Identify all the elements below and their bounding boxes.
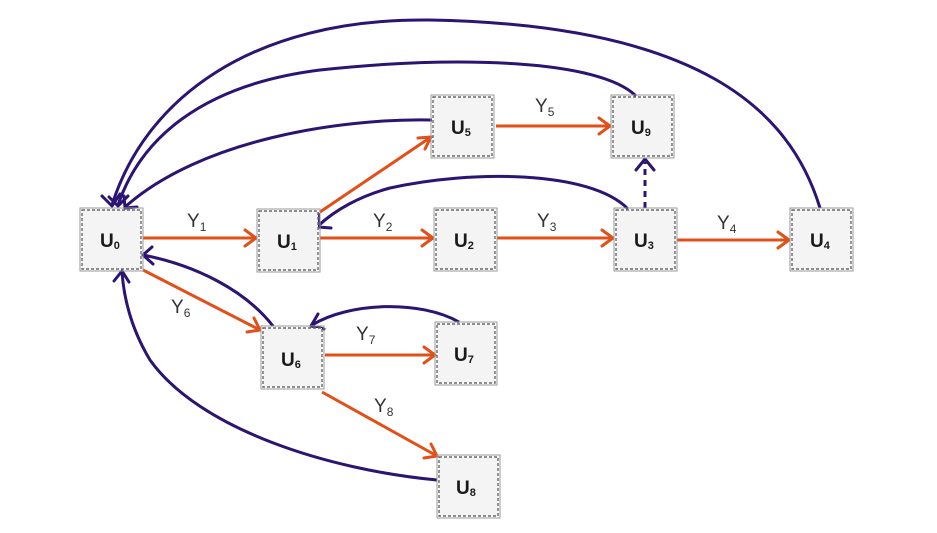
edge-u3-to-u1 <box>316 174 630 228</box>
node-u7: U7 <box>434 321 498 386</box>
node-u0-letter: U <box>100 231 114 252</box>
edge-u0-to-u6 <box>142 268 261 332</box>
edge-u8-to-u0 <box>120 271 438 482</box>
edge-u4-to-u0 <box>110 18 822 209</box>
node-u3-sub: 3 <box>648 240 654 252</box>
node-u1: U1 <box>256 208 321 273</box>
svg-text:U4: U4 <box>810 231 831 252</box>
arrowhead-u0-to-u1 <box>243 228 258 248</box>
edge-u7-to-u6 <box>311 305 460 327</box>
node-u3-letter: U <box>634 231 648 252</box>
node-u8-sub: 8 <box>470 487 476 499</box>
edge-labels: Y1 Y2 Y3 Y4 Y5 Y6 Y7 Y8 <box>171 96 737 419</box>
arrowhead-u5-to-u9 <box>597 116 612 136</box>
node-u2-letter: U <box>454 231 468 252</box>
node-u4-letter: U <box>810 231 824 252</box>
edge-u6-to-u8 <box>321 390 438 458</box>
edge-u5-to-u0 <box>124 118 433 209</box>
node-u9-sub: 9 <box>645 127 651 139</box>
edge-label-y3: Y3 <box>537 211 557 234</box>
node-u2-sub: 2 <box>468 240 474 252</box>
node-u8: U8 <box>436 454 501 519</box>
svg-text:U5: U5 <box>451 118 471 139</box>
node-u5-letter: U <box>451 118 465 139</box>
arrowhead-u4-to-u0 <box>100 192 122 208</box>
node-u1-sub: 1 <box>291 241 297 253</box>
edge-u1-to-u5 <box>319 135 432 214</box>
nodes: U0 U1 U2 U3 U4 U5 <box>79 94 854 519</box>
svg-text:U3: U3 <box>634 231 654 252</box>
arrowhead-u3-to-u4 <box>776 230 791 250</box>
svg-text:U1: U1 <box>277 232 297 253</box>
node-u3: U3 <box>613 207 678 272</box>
node-u5-sub: 5 <box>465 127 471 139</box>
node-u1-letter: U <box>277 232 291 253</box>
edge-label-y1: Y1 <box>187 211 207 234</box>
node-u2: U2 <box>433 207 498 272</box>
edge-u6-to-u0 <box>142 253 275 327</box>
edge-label-y2: Y2 <box>373 211 393 234</box>
node-u0: U0 <box>79 207 144 272</box>
dashed-edges <box>634 157 656 208</box>
node-u5: U5 <box>430 94 495 159</box>
svg-text:U2: U2 <box>454 231 474 252</box>
forward-edges <box>142 116 791 460</box>
svg-text:U9: U9 <box>631 118 651 139</box>
node-u6: U6 <box>260 325 325 390</box>
svg-text:U7: U7 <box>454 345 474 366</box>
node-u9: U9 <box>610 94 675 159</box>
node-u8-letter: U <box>456 478 470 499</box>
node-u7-sub: 7 <box>468 354 474 366</box>
node-u7-letter: U <box>454 345 468 366</box>
edge-label-y6: Y6 <box>171 297 191 320</box>
edge-u9-to-u0 <box>116 60 638 206</box>
node-u9-letter: U <box>631 118 645 139</box>
edge-label-y7: Y7 <box>356 324 376 347</box>
arrowhead-u1-to-u2 <box>420 228 435 248</box>
node-u0-sub: 0 <box>114 240 120 252</box>
arrowhead-u0-to-u6 <box>245 316 262 334</box>
svg-text:U8: U8 <box>456 478 476 499</box>
svg-text:U6: U6 <box>281 350 301 371</box>
edge-label-y5: Y5 <box>535 96 555 119</box>
node-u4-sub: 4 <box>824 240 831 252</box>
svg-text:U0: U0 <box>100 231 120 252</box>
edge-label-y4: Y4 <box>717 213 737 236</box>
edge-label-y8: Y8 <box>374 396 394 419</box>
node-u6-sub: 6 <box>295 359 301 371</box>
arrowhead-u3-to-u9 <box>634 157 656 172</box>
arrowhead-u2-to-u3 <box>600 228 615 248</box>
node-u4: U4 <box>789 207 854 272</box>
node-u6-letter: U <box>281 350 295 371</box>
